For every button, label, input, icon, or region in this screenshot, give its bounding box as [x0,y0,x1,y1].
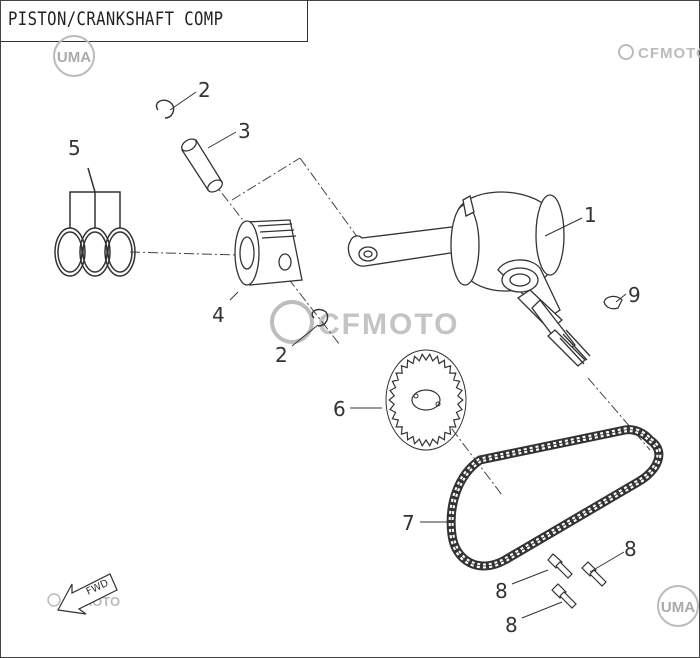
uma-watermark: UMA [57,49,91,66]
callouts: 2 3 5 4 2 1 9 6 7 8 8 8 [68,78,641,637]
cfmoto-logo-center: CFMOTO [270,300,459,344]
bolt-a [547,553,573,579]
crankshaft-assembly [347,191,591,367]
bolts [547,553,607,609]
diagram-title: PISTON/CRANKSHAFT COMP [8,8,224,30]
piston [234,219,303,286]
callout-circlip-top: 2 [198,78,211,102]
bolt-c [551,583,577,609]
circlip-top [155,99,175,119]
cfmoto-watermark-center: CFMOTO [318,308,459,341]
callout-piston-pin: 3 [238,119,251,143]
callout-circlip-bottom: 2 [275,343,288,367]
callout-crankshaft: 1 [584,203,597,227]
callout-piston: 4 [212,303,225,327]
sprocket [385,349,467,451]
bolt-b [581,561,607,587]
cfmoto-logo-top: CFMOTO [618,44,700,62]
woodruff-key [603,295,623,310]
callout-key: 9 [628,283,641,307]
title-box: PISTON/CRANKSHAFT COMP [0,0,308,42]
callout-bolt-c: 8 [505,613,518,637]
piston-rings [54,167,136,277]
callout-bolt-b: 8 [624,537,637,561]
uma-logo-top: UMA [53,35,95,77]
uma-watermark-bottom: UMA [661,599,695,616]
piston-pin [181,138,223,193]
circlip-bottom [311,308,329,327]
uma-logo-bottom: UMA [657,585,699,627]
callout-piston-rings: 5 [68,136,81,160]
leader-lines [169,91,627,619]
drive-chain [446,425,664,571]
callout-bolt-a: 8 [495,579,508,603]
cfmoto-watermark-top: CFMOTO [638,45,700,62]
callout-sprocket: 6 [333,397,346,421]
callout-chain: 7 [402,511,415,535]
